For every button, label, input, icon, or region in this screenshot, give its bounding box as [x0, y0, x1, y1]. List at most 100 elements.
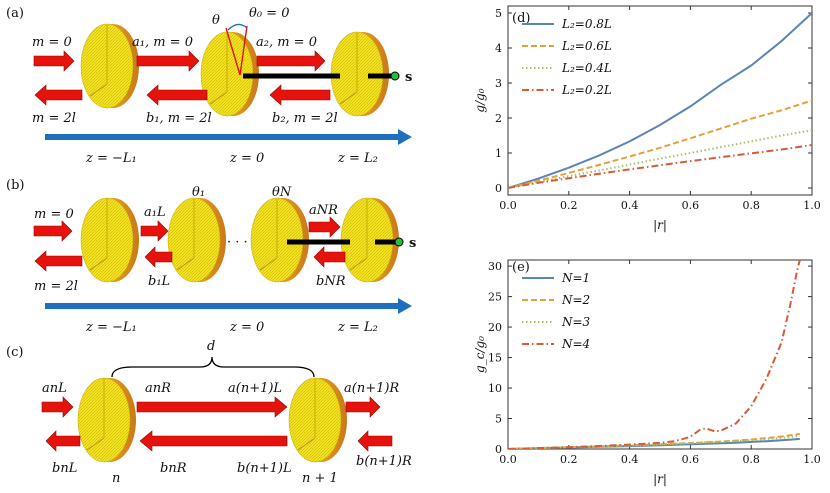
chart-d-series-line-1 — [508, 12, 812, 189]
chart-e-legend-label: N=4 — [561, 337, 590, 351]
panel-b: (b) s m = 0 m = 2l a₁L b₁L θ₁ θN · · · a… — [6, 178, 416, 335]
bn1R-label: b(n+1)R — [356, 454, 412, 469]
chart-e-frame — [507, 259, 813, 450]
chart-d-legend-label: L₂=0.2L — [561, 83, 612, 97]
thetaN-label: θN — [272, 185, 292, 200]
chart-e-xlabel: |r| — [653, 472, 667, 486]
chart-e-ytick-label: 25 — [488, 291, 502, 304]
out-mode-label: m = 2l — [32, 111, 76, 126]
chart-e-ytick-label: 0 — [495, 443, 502, 456]
theta-line — [225, 27, 241, 76]
z-mid-label-b: z = 0 — [229, 320, 264, 335]
sensor-dot — [390, 71, 400, 81]
a2-label: a₂, m = 0 — [256, 35, 317, 50]
z-left-label-b: z = −L₁ — [85, 320, 137, 335]
panel-c: (c) d anL anR a(n+1)L a(n+1)R bnL bnR b(… — [6, 339, 412, 486]
a1L-label: a₁L — [144, 205, 166, 220]
s-label-b: s — [409, 236, 416, 251]
chart-e-xtick-label: 1.0 — [803, 453, 821, 466]
arrow-in-right — [33, 50, 75, 72]
chart-d-series-line-2 — [508, 99, 812, 189]
in-mode-label: m = 0 — [32, 35, 72, 50]
theta-arc — [227, 23, 248, 31]
z-left-label: z = −L₁ — [85, 151, 137, 166]
b1L-label: b₁L — [148, 274, 170, 289]
chart-d-ytick-label: 2 — [495, 112, 502, 125]
chart-d-ylabel: g/g₀ — [473, 88, 487, 112]
theta0-label: θ₀ = 0 — [249, 6, 289, 21]
distance-brace — [111, 356, 315, 378]
chart-d-legend-label: L₂=0.6L — [561, 39, 612, 53]
chart-e-ytick-label: 10 — [488, 382, 502, 395]
bNR-label: bNR — [316, 274, 346, 289]
chart-e-ytick-label: 5 — [495, 413, 502, 426]
chart-e-xtick-label: 0.8 — [742, 453, 760, 466]
chart-e-xtick-label: 0.2 — [560, 453, 578, 466]
chart-d-series-line-4 — [508, 144, 812, 189]
panel-e-label: (e) — [512, 260, 530, 275]
n-label: n — [112, 471, 120, 486]
chart-e-ylabel: g_c/g₀ — [473, 336, 487, 373]
chart-d-ytick-label: 4 — [495, 42, 502, 55]
b2-label: b₂, m = 2l — [272, 111, 338, 126]
arrow-out-left — [34, 84, 83, 106]
arrow-bNR — [313, 246, 346, 268]
arrow-bnR — [139, 430, 288, 452]
arrow-in-b — [33, 220, 73, 242]
aNR-label: aNR — [309, 203, 338, 218]
chart-d-xtick-label: 1.0 — [803, 199, 821, 212]
chart-e-ytick-label: 20 — [488, 321, 502, 334]
an1R-label: a(n+1)R — [344, 381, 399, 396]
an1L-label: a(n+1)L — [228, 381, 282, 396]
chart-d-xtick-label: 0.8 — [742, 199, 760, 212]
chart-d-ytick-label: 3 — [495, 77, 502, 90]
theta1-label: θ₁ — [192, 185, 205, 200]
spp-disk-b2 — [167, 197, 227, 283]
arrow-a1L — [140, 220, 169, 242]
arrow-out-b — [34, 250, 83, 272]
arrow-aNR — [308, 216, 341, 238]
spp-disk-n — [77, 377, 137, 463]
sensor-dot-b — [394, 237, 404, 247]
panel-a-label: (a) — [6, 6, 24, 21]
out-mode-label-b: m = 2l — [34, 279, 78, 294]
panel-b-label: (b) — [6, 178, 24, 193]
chart-d-xtick-label: 0.2 — [560, 199, 578, 212]
ellipsis-label: · · · — [227, 235, 248, 250]
chart-d-ytick-label: 1 — [495, 147, 502, 160]
arrow-a1 — [136, 50, 200, 72]
chart-d-series-line-3 — [508, 129, 812, 189]
chart-d-ytick-label: 0 — [495, 182, 502, 195]
chart-d-legend-label: L₂=0.8L — [561, 17, 612, 31]
spp-disk-n1 — [288, 377, 348, 463]
a1-label: a₁, m = 0 — [132, 35, 193, 50]
s-label: s — [405, 70, 412, 85]
arrow-b2 — [269, 84, 331, 106]
bnL-label: bnL — [52, 461, 77, 476]
anR-label: anR — [145, 381, 171, 396]
chart-e-legend-label: N=3 — [561, 315, 591, 329]
bn1L-label: b(n+1)L — [237, 461, 292, 476]
arrow-b1 — [146, 84, 208, 106]
chart-e-legend-label: N=2 — [561, 293, 590, 307]
spp-disk-1 — [80, 23, 140, 109]
z-axis-arrow-b — [45, 298, 412, 314]
chart-d-xtick-label: 0.6 — [682, 199, 700, 212]
chart-d-xtick-label: 0.0 — [499, 199, 517, 212]
theta0-line — [239, 25, 248, 76]
chart-e-xtick-label: 0.6 — [682, 453, 700, 466]
theta-label: θ — [212, 13, 220, 28]
chart-d-xtick-label: 0.4 — [621, 199, 639, 212]
chart-e-xtick-label: 0.4 — [621, 453, 639, 466]
z-mid-label: z = 0 — [229, 151, 264, 166]
in-mode-label-b: m = 0 — [34, 207, 74, 222]
d-label: d — [207, 339, 215, 354]
arrow-bn1R — [357, 430, 393, 452]
bnR-label: bnR — [160, 461, 187, 476]
chart-d-frame — [507, 5, 813, 196]
chart-e-ytick-label: 30 — [488, 260, 502, 273]
chart-e-legend-label: N=1 — [561, 271, 590, 285]
